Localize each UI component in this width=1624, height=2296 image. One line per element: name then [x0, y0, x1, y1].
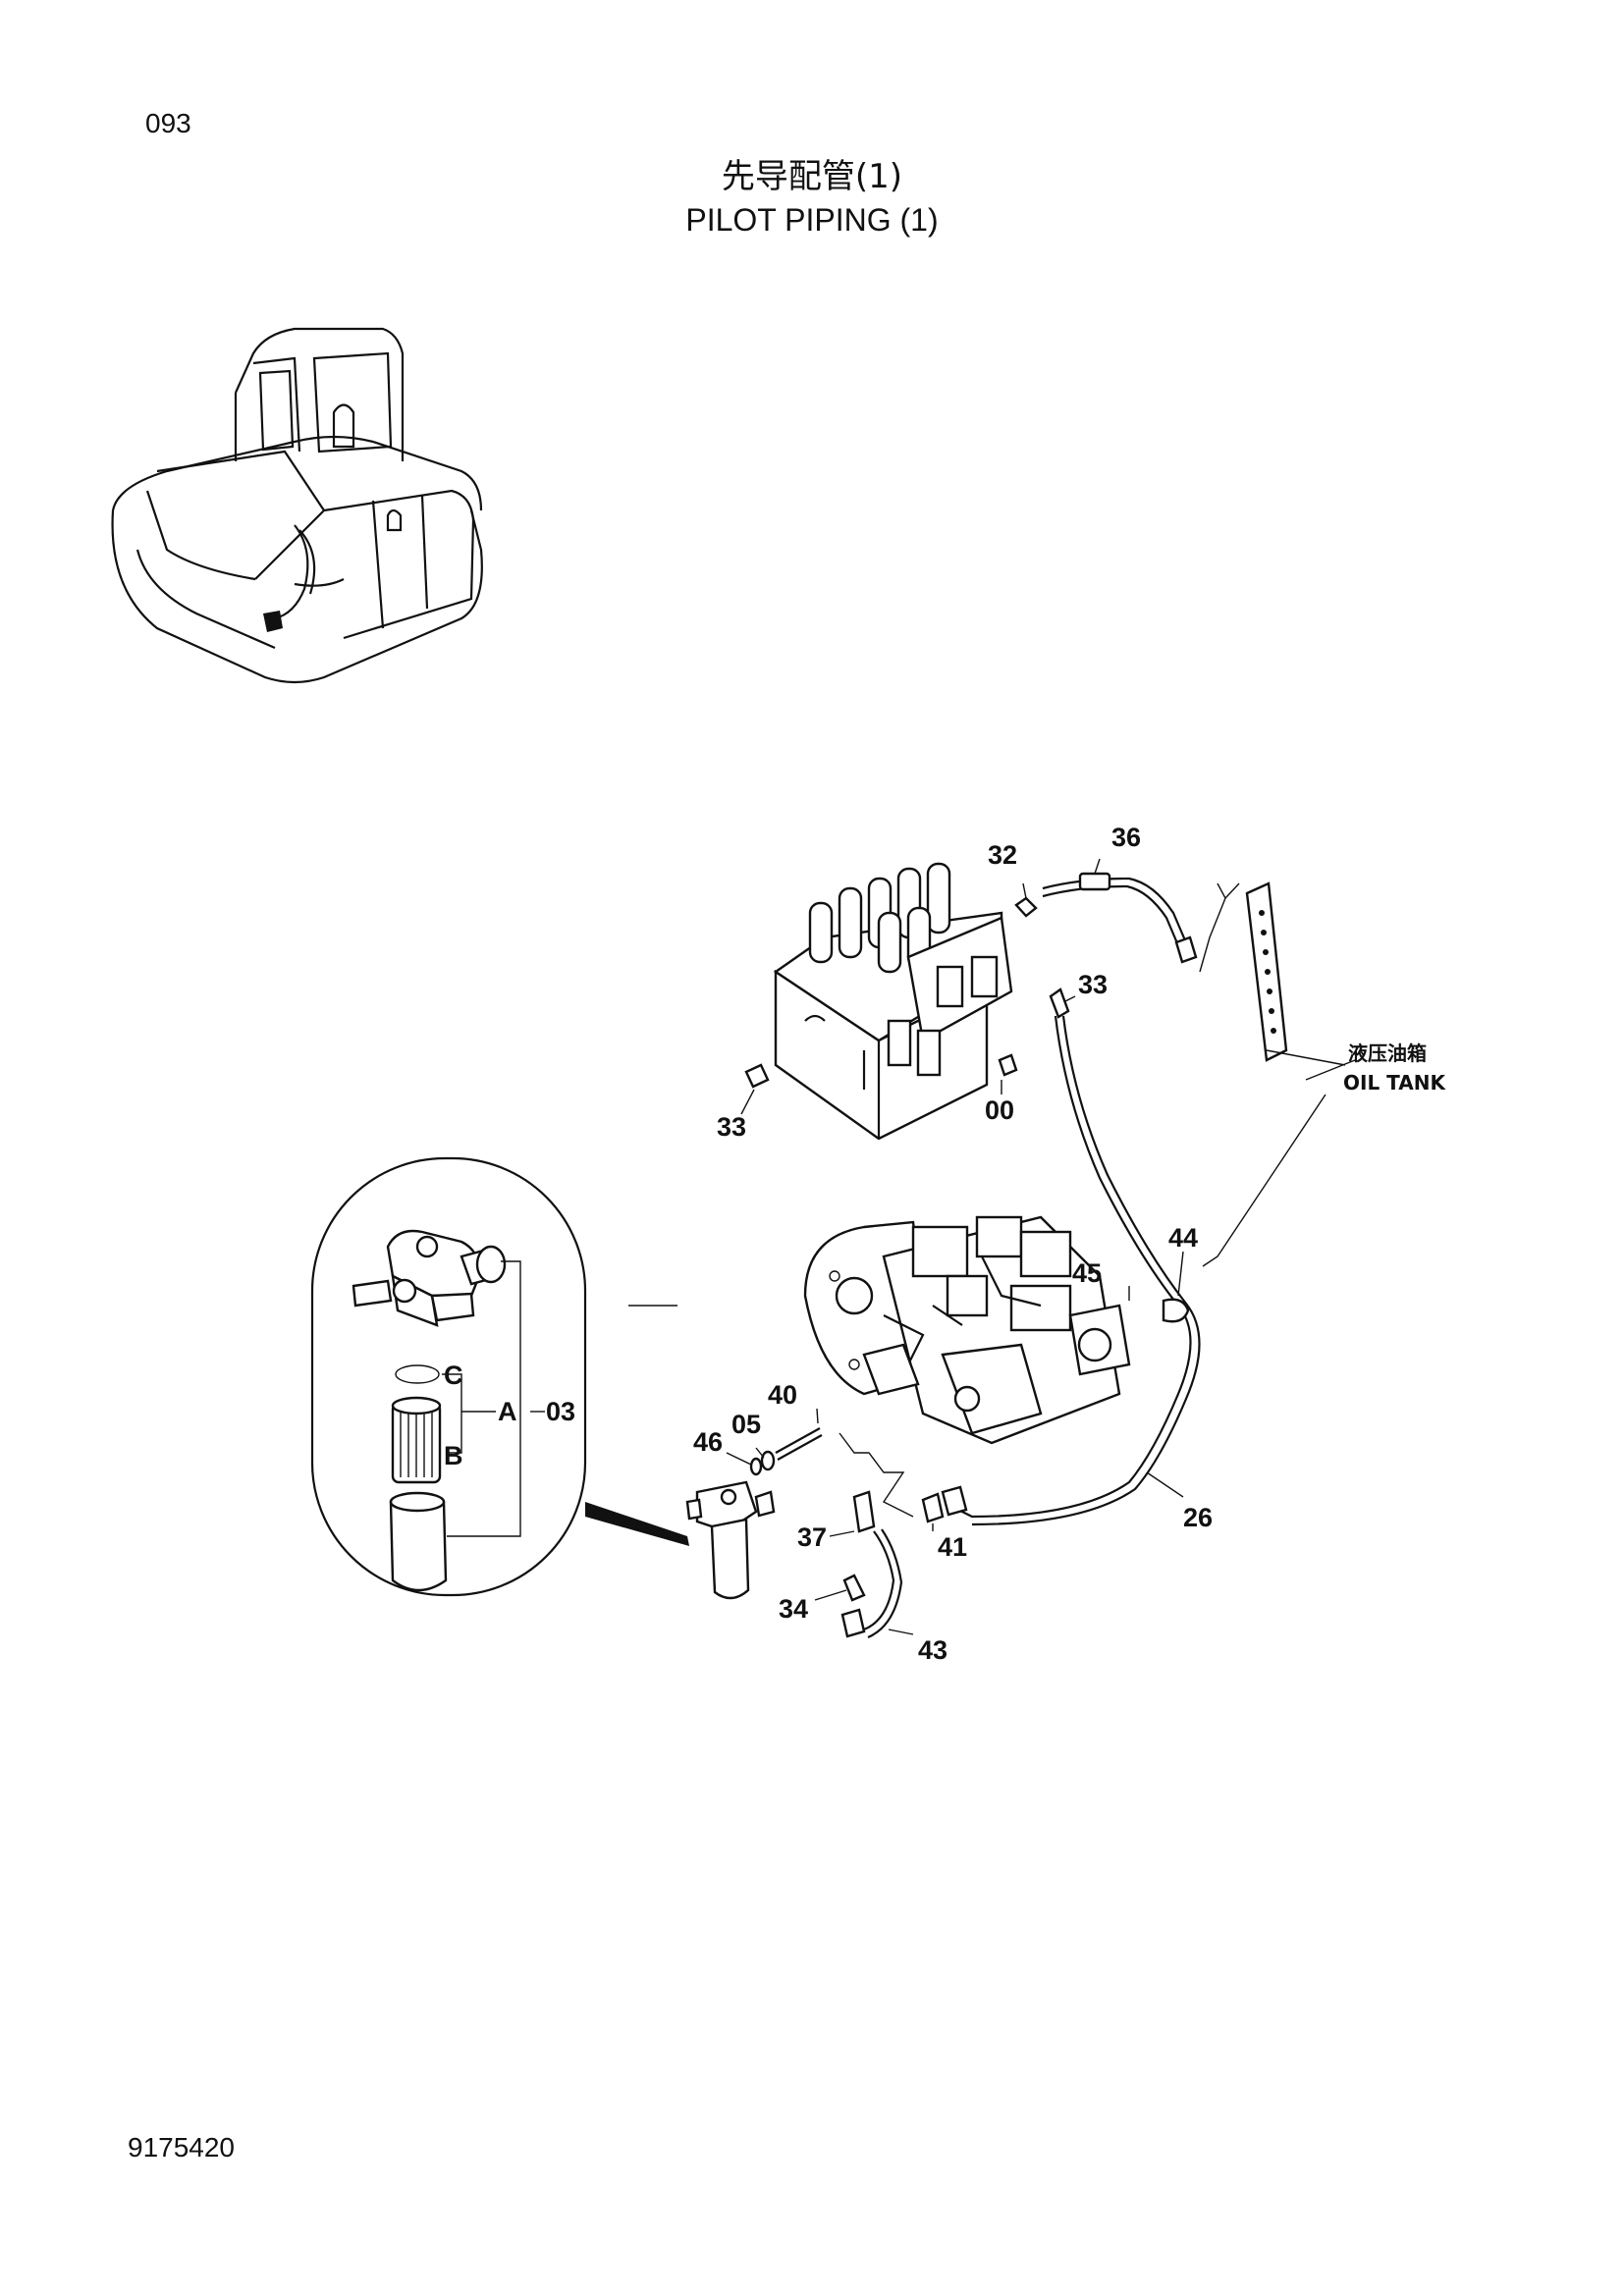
callout-05: 05	[731, 1410, 761, 1439]
page-title-english: PILOT PIPING (1)	[685, 202, 939, 238]
callout-00: 00	[985, 1095, 1014, 1125]
callout-43: 43	[918, 1635, 947, 1665]
hose-26-illustration	[941, 1015, 1201, 1526]
callout-44: 44	[1168, 1223, 1198, 1253]
main-pump-illustration	[803, 1215, 1131, 1445]
pilot-filter-illustration	[685, 1427, 945, 1639]
callout-32: 32	[988, 840, 1017, 870]
callout-26: 26	[1183, 1503, 1213, 1532]
document-id: 9175420	[128, 2132, 236, 2163]
filter-detail-bubble	[310, 1156, 689, 1597]
callout-40: 40	[768, 1380, 797, 1410]
callout-C: C	[444, 1361, 463, 1390]
page-number: 093	[145, 108, 191, 138]
callout-36: 36	[1111, 823, 1141, 852]
oil-tank-label-english: OIL TANK	[1343, 1071, 1446, 1095]
page-title-chinese: 先导配管(1)	[721, 157, 903, 196]
callout-labels: 32 36 33 33 00 44 45 40 05 46 37 41 34 4…	[444, 823, 1446, 1665]
callout-45: 45	[1072, 1258, 1102, 1288]
oil-tank-label-chinese: 液压油箱	[1348, 1041, 1427, 1065]
oil-tank-bracket-illustration	[1199, 881, 1288, 1062]
hose-36-illustration	[1042, 872, 1198, 964]
callout-46: 46	[693, 1427, 723, 1457]
callout-03: 03	[546, 1397, 575, 1426]
control-valve-illustration	[744, 862, 1070, 1141]
callout-33-upper: 33	[1078, 970, 1108, 999]
callout-37: 37	[797, 1522, 827, 1552]
excavator-overview-illustration	[111, 327, 483, 684]
callout-41: 41	[938, 1532, 967, 1562]
callout-B: B	[444, 1441, 463, 1470]
callout-34: 34	[779, 1594, 808, 1624]
callout-A: A	[498, 1397, 517, 1426]
leader-lines	[628, 858, 1356, 1635]
callout-33-lower: 33	[717, 1112, 746, 1142]
